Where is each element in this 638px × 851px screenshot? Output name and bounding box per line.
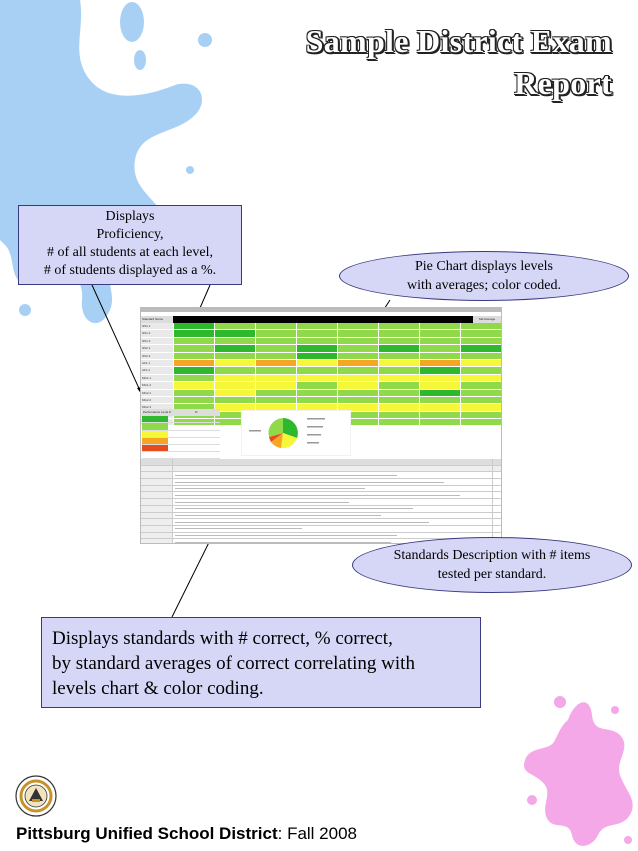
footer: Pittsburg Unified School District: Fall … bbox=[16, 824, 357, 844]
title-line-2: Report bbox=[514, 65, 612, 101]
standards-description-table bbox=[141, 459, 501, 543]
averages-callout-line-3: levels chart & color coding. bbox=[52, 678, 264, 699]
pink-paint-splash bbox=[524, 696, 633, 846]
title-line-1: Sample District Exam bbox=[305, 23, 612, 59]
footer-term: : Fall 2008 bbox=[277, 824, 358, 843]
proficiency-callout: Displays Proficiency, # of all students … bbox=[18, 205, 242, 285]
proficiency-callout-line-4: # of students displayed as a %. bbox=[43, 263, 217, 278]
pie-chart-callout-line-2: with averages; color coded. bbox=[407, 278, 561, 293]
averages-callout-line-1: Displays standards with # correct, % cor… bbox=[52, 628, 393, 649]
proficiency-level-table: Performance Level#% bbox=[142, 409, 220, 460]
proficiency-callout-line-1: Displays bbox=[105, 209, 155, 224]
proficiency-pie-chart bbox=[241, 410, 351, 456]
standards-averages-callout: Displays standards with # correct, % cor… bbox=[41, 617, 481, 708]
standards-callout-line-1: Standards Description with # items bbox=[393, 548, 591, 563]
averages-callout-line-2: by standard averages of correct correlat… bbox=[52, 653, 415, 674]
pie-chart-callout-line-1: Pie Chart displays levels bbox=[414, 259, 554, 274]
page-title: Sample District Exam Report bbox=[192, 20, 612, 104]
report-thumbnail-header-bar bbox=[141, 308, 501, 312]
standards-description-callout: Standards Description with # items teste… bbox=[352, 537, 632, 593]
proficiency-callout-line-2: Proficiency, bbox=[96, 227, 164, 242]
district-seal-logo bbox=[15, 775, 57, 817]
district-name: Pittsburg Unified School District bbox=[16, 824, 278, 843]
standards-callout-line-2: tested per standard. bbox=[437, 567, 547, 582]
pie-chart-callout: Pie Chart displays levels with averages;… bbox=[339, 251, 629, 301]
proficiency-callout-line-3: # of all students at each level, bbox=[47, 245, 213, 260]
